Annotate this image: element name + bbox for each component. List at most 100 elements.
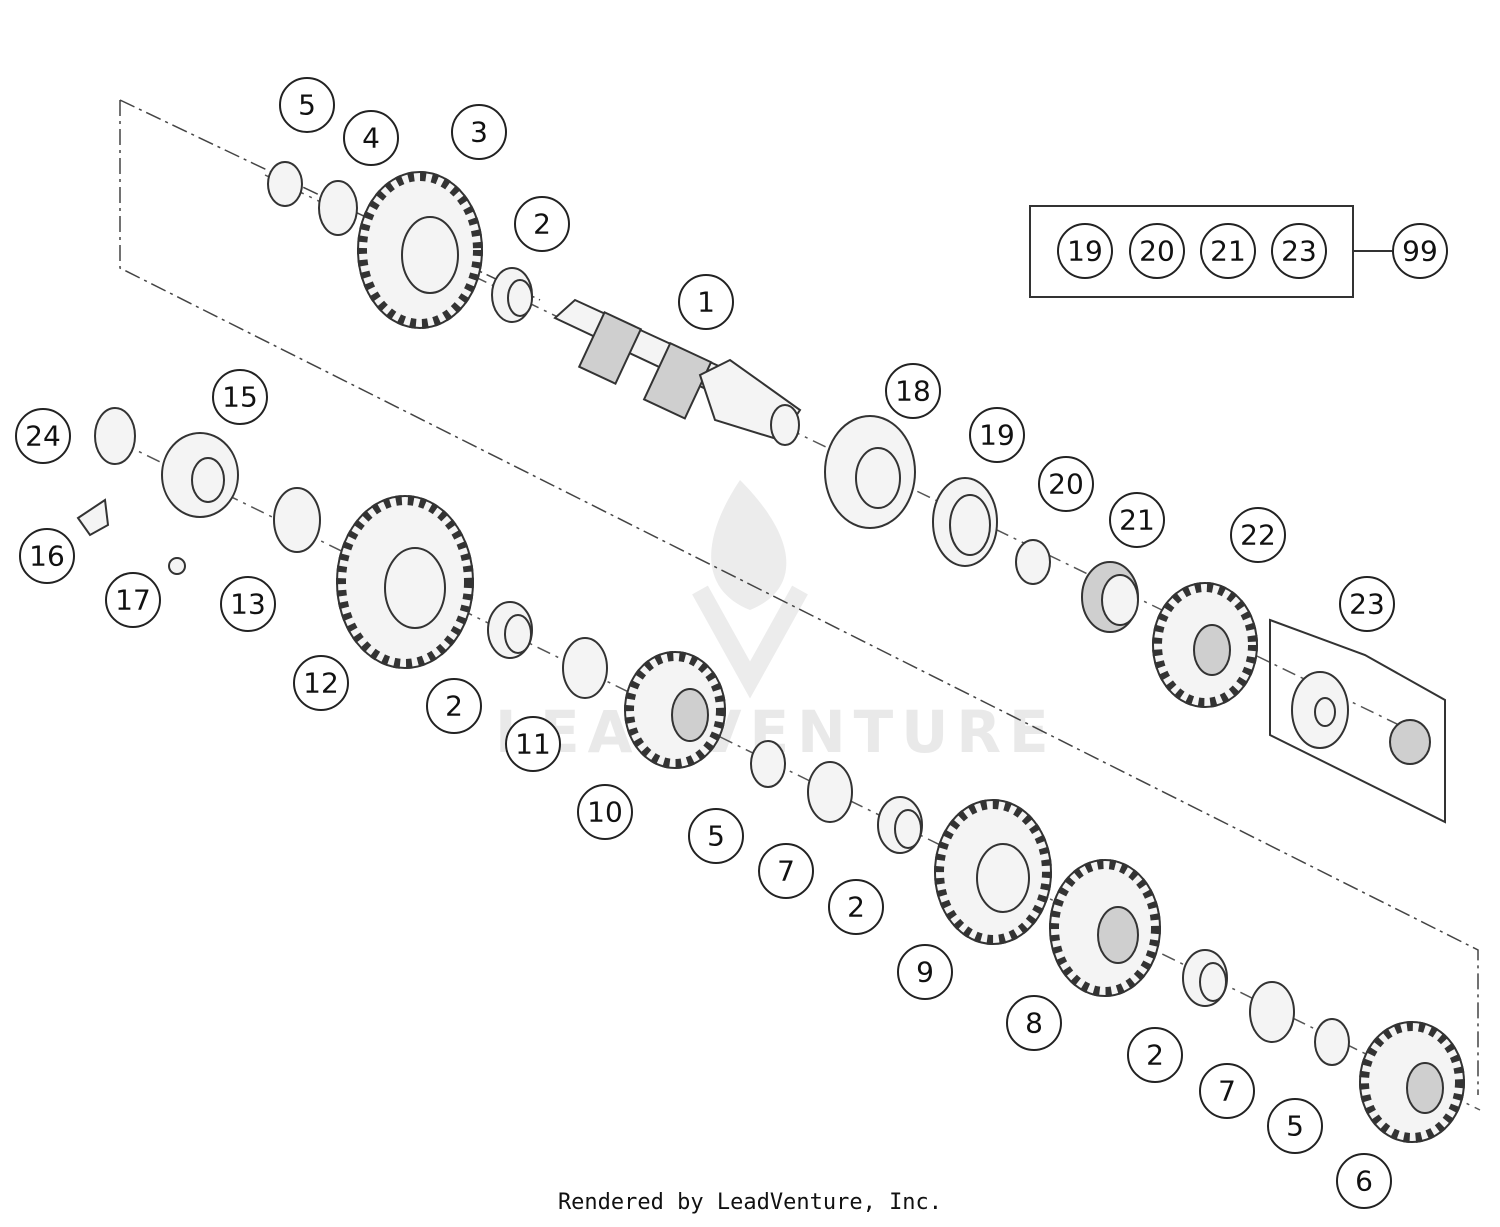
- thrust-washer-13: [273, 487, 321, 553]
- kit-callout-19[interactable]: 19: [1057, 223, 1113, 279]
- callout-12[interactable]: 12: [293, 655, 349, 711]
- callout-8[interactable]: 8: [1006, 995, 1062, 1051]
- callout-13[interactable]: 13: [220, 576, 276, 632]
- gear-9: [934, 799, 1052, 945]
- needle-bearing-lower-3: [1182, 949, 1228, 1007]
- svg-text:15: 15: [222, 381, 258, 414]
- callout-19[interactable]: 19: [969, 407, 1025, 463]
- circlip-5-end: [1314, 1018, 1350, 1066]
- svg-text:20: 20: [1048, 468, 1084, 501]
- shaft-seal-19: [932, 477, 998, 567]
- gear-3: [357, 171, 483, 329]
- svg-text:11: 11: [515, 728, 551, 761]
- needle-bearing-upper: [491, 267, 533, 323]
- svg-text:5: 5: [1286, 1110, 1304, 1143]
- washer-11: [562, 637, 608, 699]
- svg-text:10: 10: [587, 796, 623, 829]
- thrust-washer-7-end: [1249, 981, 1295, 1043]
- svg-text:23: 23: [1349, 588, 1385, 621]
- svg-text:2: 2: [1146, 1039, 1164, 1072]
- svg-text:2: 2: [847, 891, 865, 924]
- svg-text:24: 24: [25, 420, 61, 453]
- svg-text:8: 8: [1025, 1007, 1043, 1040]
- svg-text:19: 19: [1067, 235, 1103, 268]
- callout-7-mid[interactable]: 7: [758, 843, 814, 899]
- svg-text:4: 4: [362, 122, 380, 155]
- needle-bearing-lower-2: [877, 796, 923, 854]
- ball-bearing-18: [824, 415, 916, 529]
- callout-2-mid[interactable]: 2: [426, 678, 482, 734]
- callout-6[interactable]: 6: [1336, 1153, 1392, 1209]
- svg-text:18: 18: [895, 375, 931, 408]
- svg-text:1: 1: [697, 286, 715, 319]
- gear-8: [1049, 859, 1161, 997]
- main-shaft: [553, 298, 802, 446]
- callout-3[interactable]: 3: [451, 104, 507, 160]
- circlip-24: [94, 407, 136, 465]
- callout-22[interactable]: 22: [1230, 507, 1286, 563]
- sprocket-retainer-23: [1269, 618, 1446, 824]
- callout-5-mid[interactable]: 5: [688, 808, 744, 864]
- callout-10[interactable]: 10: [577, 784, 633, 840]
- gear-6: [1359, 1021, 1465, 1143]
- gear-10: [624, 651, 726, 769]
- lower-shaft-axis: [94, 429, 1481, 1111]
- svg-text:21: 21: [1210, 235, 1246, 268]
- svg-text:23: 23: [1281, 235, 1317, 268]
- circlip-ring: [267, 161, 303, 207]
- callout-20[interactable]: 20: [1038, 456, 1094, 512]
- ball-bearing-15: [161, 432, 239, 518]
- callout-2-top[interactable]: 2: [514, 196, 570, 252]
- callout-17[interactable]: 17: [105, 572, 161, 628]
- kit-box: 19 20 21 23 99: [1029, 205, 1448, 298]
- needle-bearing-lower-1: [487, 601, 533, 659]
- callout-7-end[interactable]: 7: [1199, 1063, 1255, 1119]
- kit-callout-20[interactable]: 20: [1129, 223, 1185, 279]
- svg-text:7: 7: [1218, 1075, 1236, 1108]
- callout-1[interactable]: 1: [678, 274, 734, 330]
- kit-callout-21[interactable]: 21: [1200, 223, 1256, 279]
- svg-text:2: 2: [533, 208, 551, 241]
- svg-text:5: 5: [298, 89, 316, 122]
- sprocket-22: [1152, 582, 1258, 708]
- gear-12: [336, 495, 474, 669]
- spacer-sleeve-21: [1081, 561, 1139, 633]
- callout-11[interactable]: 11: [505, 716, 561, 772]
- lock-plate-16: [76, 498, 110, 537]
- svg-text:16: 16: [29, 540, 65, 573]
- svg-text:7: 7: [777, 855, 795, 888]
- svg-text:2: 2: [445, 690, 463, 723]
- circlip-5-lower: [750, 740, 786, 788]
- svg-text:20: 20: [1139, 235, 1175, 268]
- svg-text:5: 5: [707, 820, 725, 853]
- callout-24[interactable]: 24: [15, 408, 71, 464]
- callout-2-end[interactable]: 2: [1127, 1027, 1183, 1083]
- callout-9[interactable]: 9: [897, 944, 953, 1000]
- callout-5-end[interactable]: 5: [1267, 1098, 1323, 1154]
- svg-text:12: 12: [303, 667, 339, 700]
- callout-21[interactable]: 21: [1109, 492, 1165, 548]
- svg-text:6: 6: [1355, 1165, 1373, 1198]
- o-ring-20: [1015, 539, 1051, 585]
- svg-text:13: 13: [230, 588, 266, 621]
- callout-4[interactable]: 4: [343, 110, 399, 166]
- svg-text:99: 99: [1402, 235, 1438, 268]
- kit-callout-99[interactable]: 99: [1392, 223, 1448, 279]
- svg-text:3: 3: [470, 116, 488, 149]
- kit-callout-23[interactable]: 23: [1271, 223, 1327, 279]
- callout-15[interactable]: 15: [212, 369, 268, 425]
- callout-23[interactable]: 23: [1339, 576, 1395, 632]
- callout-5-top[interactable]: 5: [279, 77, 335, 133]
- svg-text:21: 21: [1119, 504, 1155, 537]
- svg-text:19: 19: [979, 419, 1015, 452]
- callout-16[interactable]: 16: [19, 528, 75, 584]
- screw-17: [168, 557, 186, 575]
- svg-text:17: 17: [115, 584, 151, 617]
- callout-18[interactable]: 18: [885, 363, 941, 419]
- svg-text:22: 22: [1240, 519, 1276, 552]
- callout-2-low[interactable]: 2: [828, 879, 884, 935]
- thrust-washer: [318, 180, 358, 236]
- thrust-washer-7-lower: [807, 761, 853, 823]
- footer-credit: Rendered by LeadVenture, Inc.: [557, 1190, 943, 1215]
